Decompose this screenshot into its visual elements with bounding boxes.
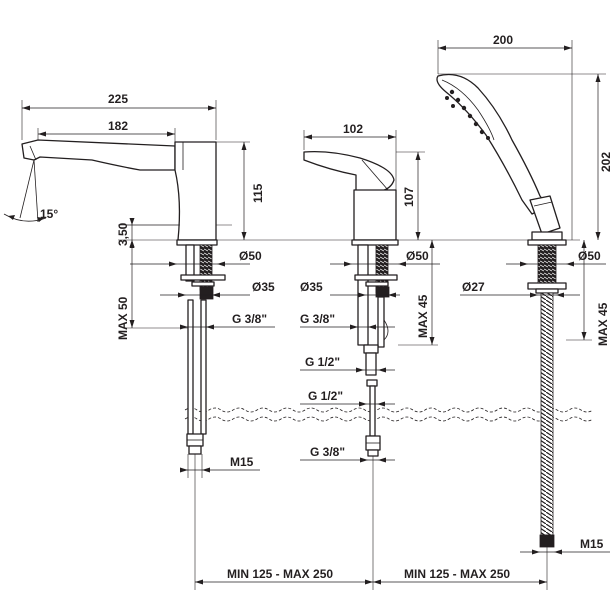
label-dia50-mid: Ø50 <box>406 249 429 263</box>
label-g38-bottom: G 3/8" <box>310 445 345 459</box>
left-tap-dimensions <box>3 100 275 478</box>
label-max-45-mid: MAX 45 <box>416 294 430 338</box>
shower-dimensions <box>437 40 610 555</box>
label-102: 102 <box>343 122 363 136</box>
label-spacing-right: MIN 125 - MAX 250 <box>404 567 510 581</box>
label-182: 182 <box>108 119 128 133</box>
label-spacing-left: MIN 125 - MAX 250 <box>227 567 333 581</box>
label-225: 225 <box>108 92 128 106</box>
basin-tap <box>21 139 226 455</box>
dimension-labels: 225 182 115 15° 3,50 MAX 50 Ø50 Ø35 G 3/… <box>40 33 613 581</box>
label-107: 107 <box>402 187 416 207</box>
label-dia35-mid: Ø35 <box>300 280 323 294</box>
label-3-50: 3,50 <box>116 222 130 246</box>
spacing-dimensions <box>194 454 548 590</box>
hand-shower <box>436 73 567 548</box>
label-m15-right: M15 <box>580 537 604 551</box>
label-max-50-left: MAX 50 <box>116 296 130 340</box>
label-200: 200 <box>493 33 513 47</box>
label-dia50-right: Ø50 <box>578 249 601 263</box>
break-lines <box>184 407 594 422</box>
label-g38-left: G 3/8" <box>232 312 267 326</box>
label-15-degrees: 15° <box>40 207 58 221</box>
label-dia35-left: Ø35 <box>252 280 275 294</box>
label-g38-mid: G 3/8" <box>300 312 335 326</box>
label-g12-lower: G 1/2" <box>308 389 343 403</box>
label-max-45-right: MAX 45 <box>596 302 610 346</box>
label-g12-upper: G 1/2" <box>305 355 340 369</box>
label-m15-left: M15 <box>230 455 254 469</box>
label-202: 202 <box>599 152 613 172</box>
mixer-dimensions <box>300 130 440 463</box>
label-dia27: Ø27 <box>462 280 485 294</box>
label-115: 115 <box>251 183 265 203</box>
label-dia50-left: Ø50 <box>239 249 262 263</box>
